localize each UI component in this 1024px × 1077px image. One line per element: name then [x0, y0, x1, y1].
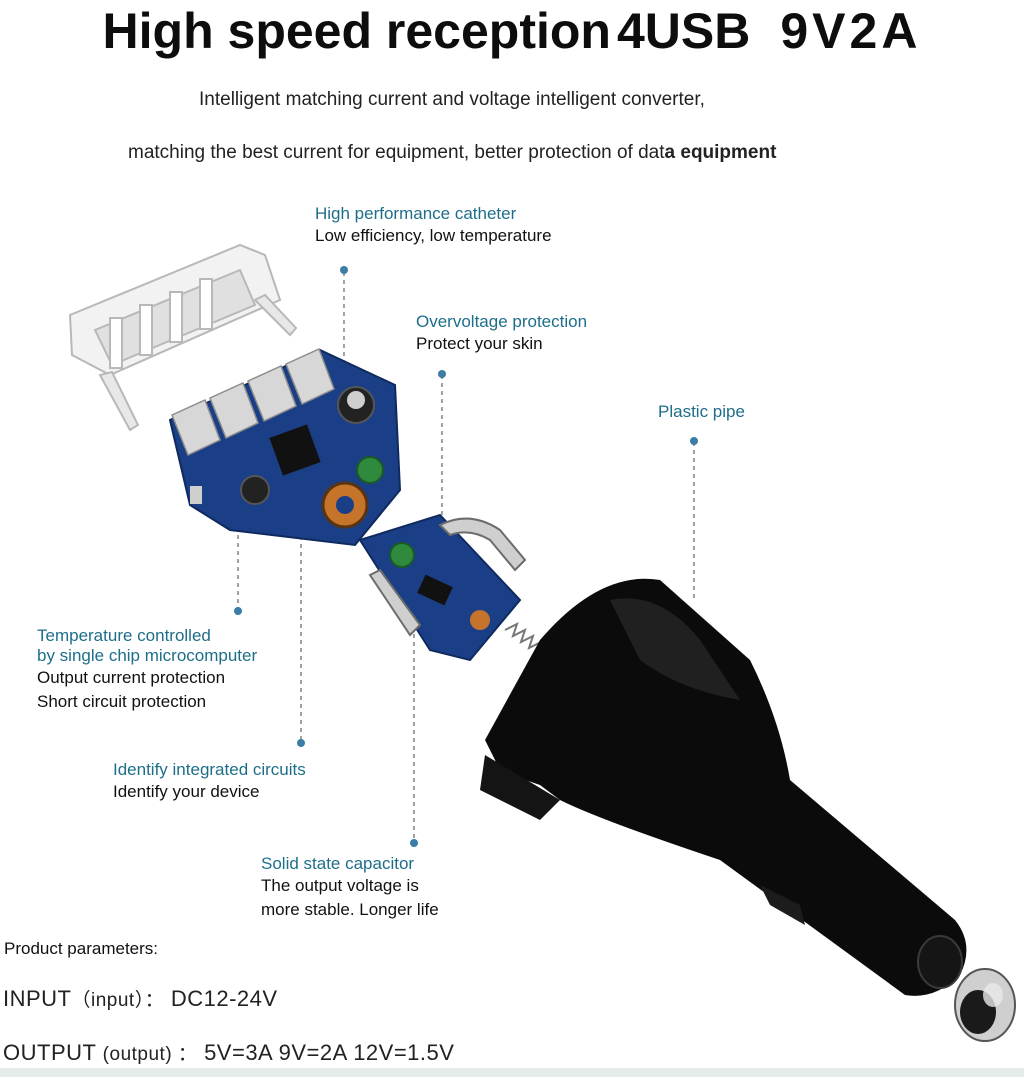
callout-identify-text: Identify your device — [113, 782, 260, 801]
params-heading: Product parameters: — [4, 939, 159, 958]
params-input-value: DC12-24V — [170, 986, 278, 1011]
callout-temperature-heading-2: by single chip microcomputer — [37, 646, 258, 665]
leader-dots — [234, 266, 698, 847]
params-output-value: 5V=3A 9V=2A 12V=1.5V — [204, 1040, 455, 1065]
callout-plastic: Plastic pipe — [658, 402, 745, 422]
callout-temperature-heading-1: Temperature controlled — [37, 626, 211, 645]
callout-catheter: High performance catheter Low efficiency… — [315, 204, 552, 248]
title-power: 9V2A — [780, 3, 922, 59]
callout-catheter-text: Low efficiency, low temperature — [315, 226, 552, 245]
subtitle-line-2-text: matching the best current for equipment,… — [128, 142, 665, 163]
callout-temperature-text-1: Output current protection — [37, 668, 226, 687]
subtitle-line-2: matching the best current for equipment,… — [128, 142, 776, 164]
params-input-label: INPUT — [3, 986, 72, 1011]
charger-body — [480, 578, 967, 996]
metal-tip — [954, 968, 1016, 1042]
callout-capacitor-text-1: The output voltage is — [261, 876, 419, 895]
usb-cap-frame — [68, 243, 298, 432]
params-input-sub: （input）： — [71, 990, 165, 1011]
callout-identify: Identify integrated circuits Identify yo… — [113, 760, 306, 804]
callout-temperature-text-2: Short circuit protection — [37, 692, 207, 711]
callout-capacitor-text-2: more stable. Longer life — [261, 900, 439, 919]
callout-catheter-heading: High performance catheter — [315, 204, 517, 223]
callout-overvoltage-text: Protect your skin — [416, 334, 543, 353]
callout-capacitor: Solid state capacitor The output voltage… — [261, 854, 439, 922]
callout-overvoltage: Overvoltage protection Protect your skin — [416, 312, 587, 356]
bottom-strip — [0, 1068, 1024, 1077]
subtitle-line-1: Intelligent matching current and voltage… — [199, 89, 705, 110]
spring — [504, 622, 542, 650]
secondary-pcb — [358, 513, 522, 662]
params-output-row: OUTPUT (output) ： 5V=3A 9V=2A 12V=1.5V — [3, 1039, 454, 1066]
title-main: High speed reception — [102, 3, 611, 59]
metal-contacts — [368, 517, 527, 637]
callout-overvoltage-heading: Overvoltage protection — [416, 312, 588, 331]
main-pcb — [168, 347, 402, 547]
callout-identify-heading: Identify integrated circuits — [113, 760, 306, 779]
callout-temperature: Temperature controlled by single chip mi… — [37, 626, 257, 714]
params-output-sub: (output) ： — [102, 1044, 198, 1065]
title-usb: 4USB — [616, 3, 751, 59]
subtitle-line-2-bold: a equipment — [664, 142, 777, 163]
callout-plastic-heading: Plastic pipe — [658, 402, 745, 421]
usb-ports — [171, 347, 335, 457]
params-input-row: INPUT（input）： DC12-24V — [3, 985, 278, 1012]
callout-capacitor-heading: Solid state capacitor — [261, 854, 415, 873]
params-output-label: OUTPUT — [3, 1040, 97, 1065]
